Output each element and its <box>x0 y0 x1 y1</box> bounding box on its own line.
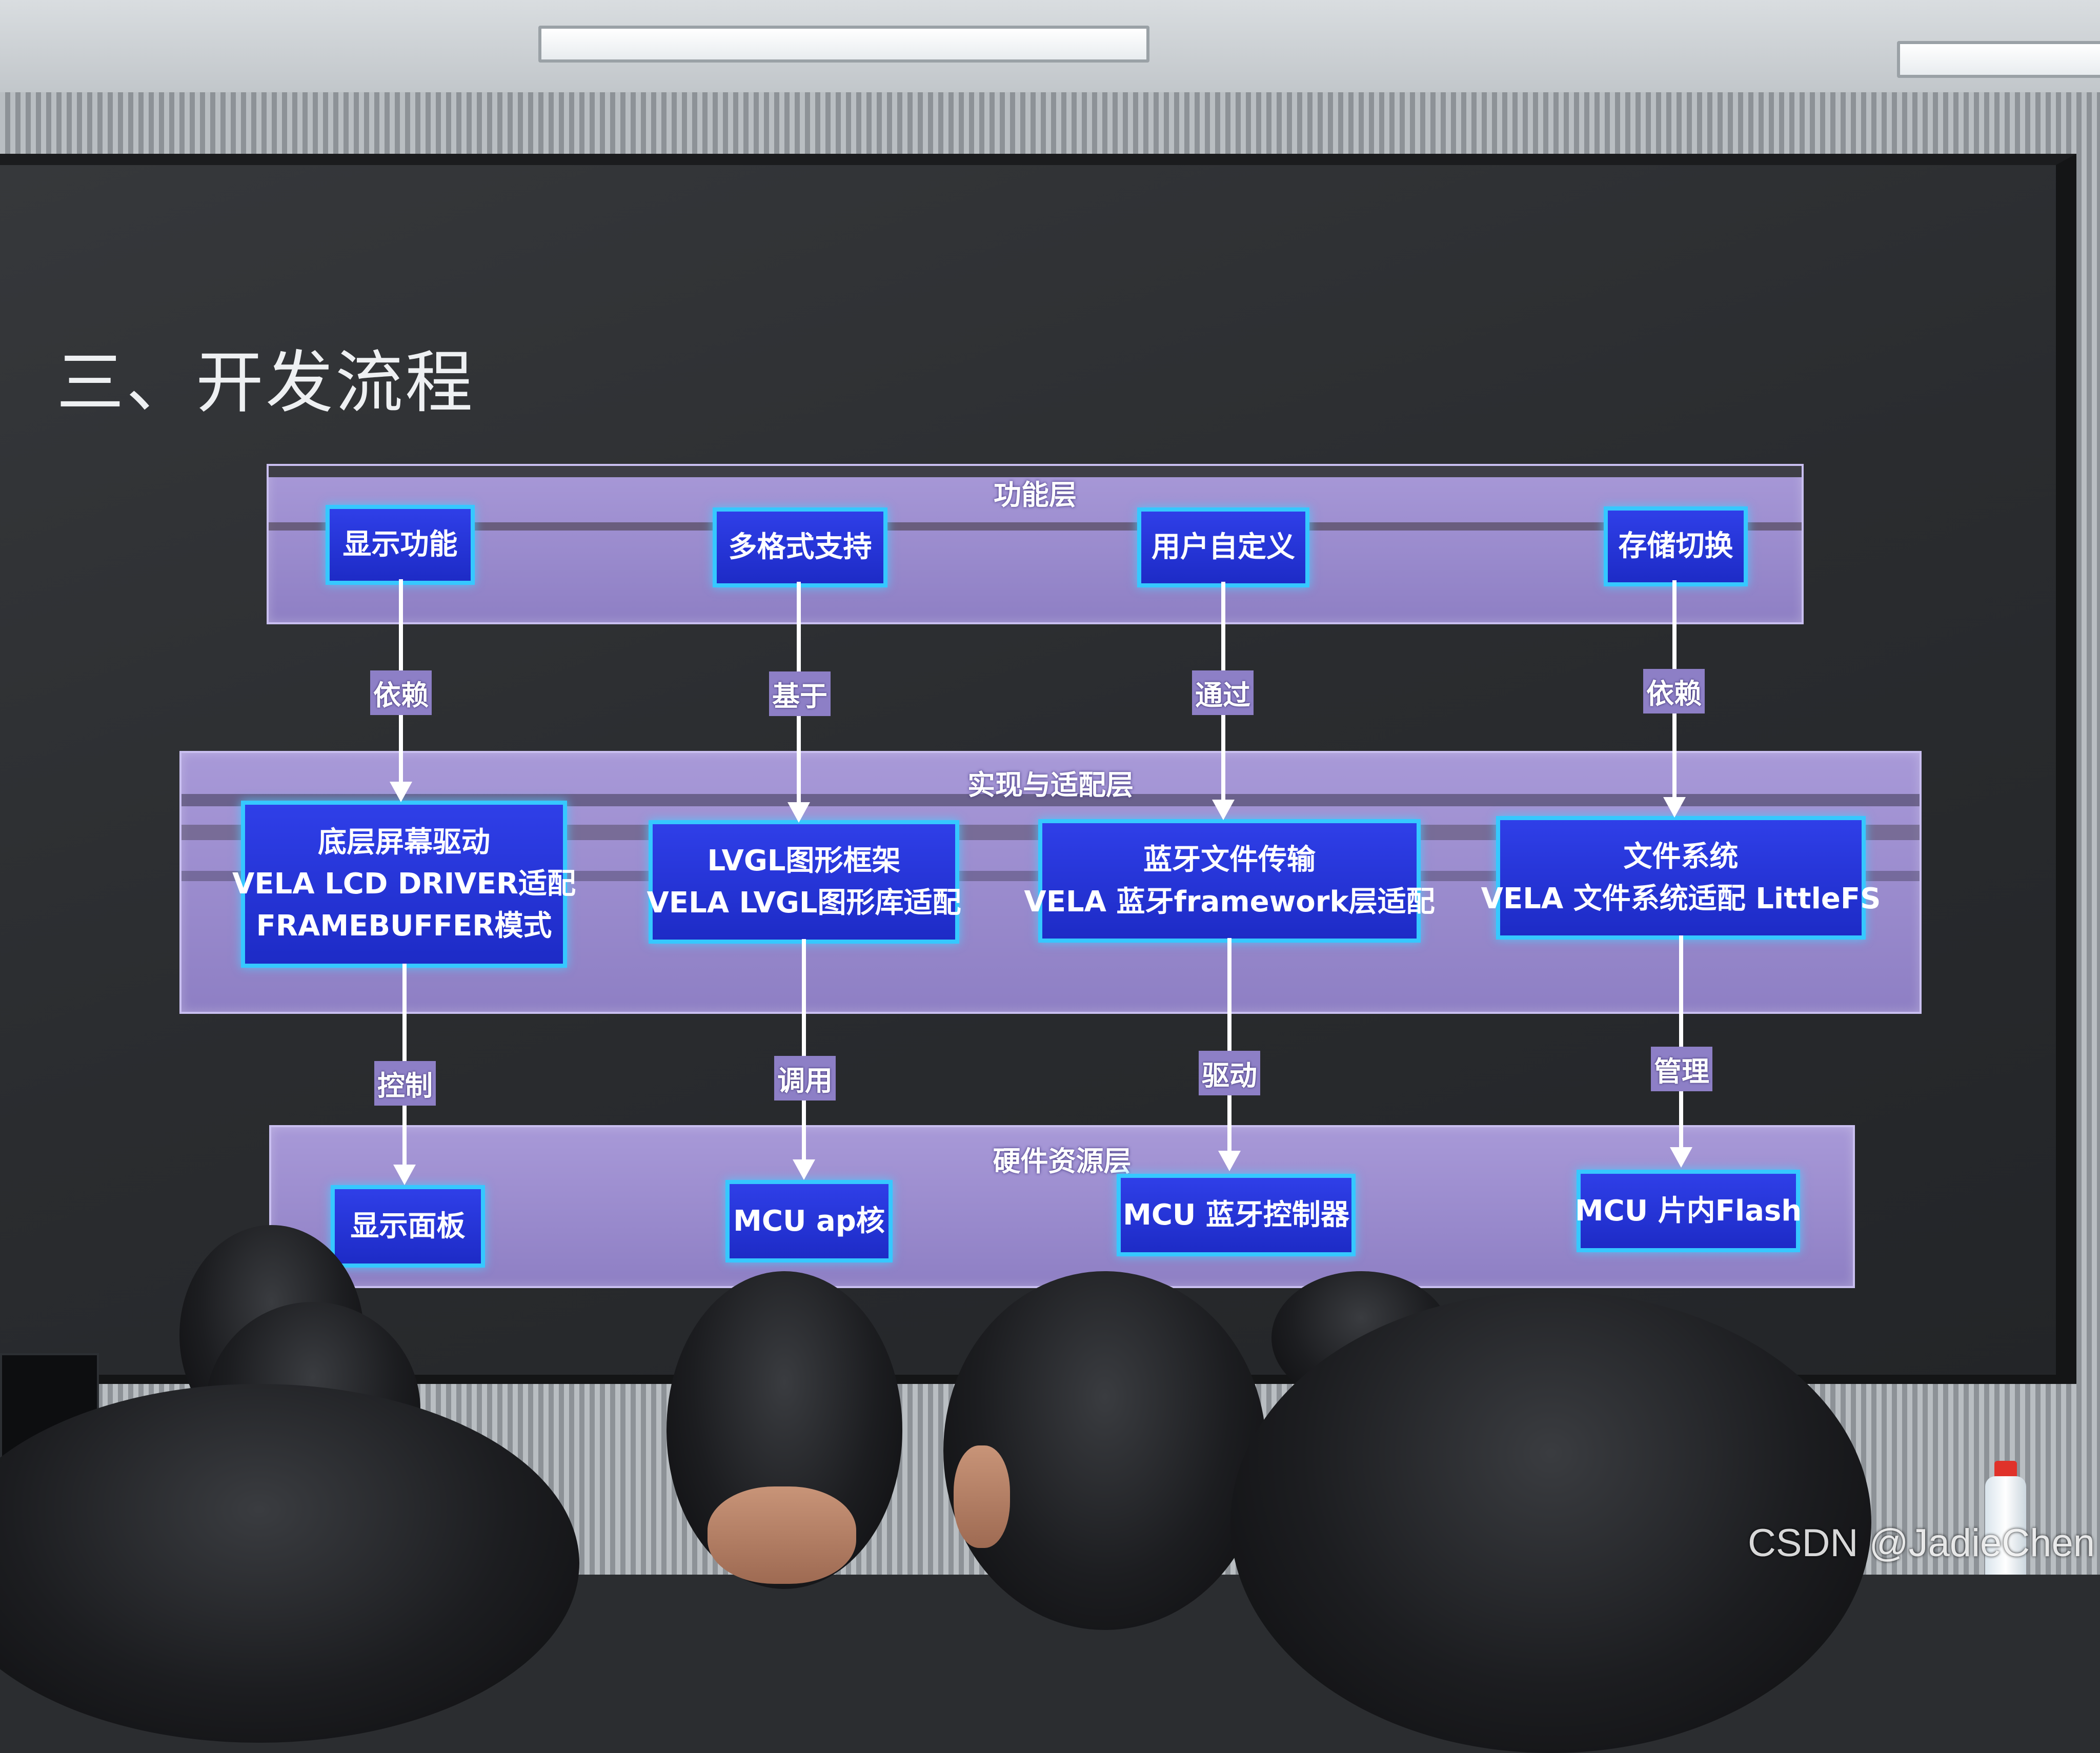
function-label: 用户自定义 <box>1152 531 1295 564</box>
ceiling-light <box>538 26 1149 63</box>
edge-label: 控制 <box>374 1061 436 1106</box>
adaptation-line: 底层屏幕驱动 <box>318 826 490 860</box>
layer-title-hardware: 硬件资源层 <box>993 1145 1132 1177</box>
arrow-head <box>788 802 810 823</box>
edge-label: 依赖 <box>370 670 432 715</box>
adaptation-line: 蓝牙文件传输 <box>1143 843 1316 877</box>
edge-label: 驱动 <box>1199 1051 1260 1095</box>
hardware-label: MCU 片内Flash <box>1574 1194 1802 1228</box>
adaptation-line: LVGL图形框架 <box>707 844 901 878</box>
arrow-line <box>1679 935 1683 1150</box>
arrow-head <box>1218 1151 1241 1171</box>
audience-head <box>943 1271 1266 1630</box>
arrow-head <box>1670 1147 1692 1168</box>
edge-label: 管理 <box>1651 1047 1712 1091</box>
edge-label: 通过 <box>1192 670 1254 715</box>
hardware-box: MCU 蓝牙控制器 <box>1117 1174 1356 1256</box>
adaptation-line: FRAMEBUFFER模式 <box>256 909 552 943</box>
watermark: CSDN @JadieChen <box>1748 1521 2095 1565</box>
adaptation-box: LVGL图形框架 VELA LVGL图形库适配 <box>647 820 961 944</box>
arrow-head <box>1212 800 1235 820</box>
layer-functional: 功能层 <box>267 464 1804 624</box>
layer-title-adaptation: 实现与适配层 <box>967 769 1134 801</box>
layer-band <box>269 466 1802 477</box>
arrow-line <box>802 939 806 1164</box>
layer-title-functional: 功能层 <box>994 479 1077 511</box>
edge-label: 调用 <box>774 1056 836 1100</box>
adaptation-line: VELA 蓝牙framework层适配 <box>1024 885 1435 919</box>
slide-title: 三、开发流程 <box>56 343 475 422</box>
arrow-head <box>393 1165 416 1185</box>
arrow-head <box>390 782 412 802</box>
adaptation-line: VELA LVGL图形库适配 <box>647 886 961 920</box>
function-box: 存储切换 <box>1604 506 1748 586</box>
adaptation-box: 文件系统 VELA 文件系统适配 LittleFS <box>1481 816 1881 940</box>
adaptation-line: 文件系统 <box>1623 840 1739 874</box>
adaptation-line: VELA LCD DRIVER适配 <box>232 867 576 901</box>
function-label: 存储切换 <box>1618 529 1733 563</box>
adaptation-box: 蓝牙文件传输 VELA 蓝牙framework层适配 <box>1024 819 1435 943</box>
ceiling-light <box>1897 41 2100 78</box>
adaptation-box: 底层屏幕驱动 VELA LCD DRIVER适配 FRAMEBUFFER模式 <box>232 801 576 968</box>
function-box: 显示功能 <box>326 505 475 585</box>
hardware-label: MCU ap核 <box>733 1204 885 1238</box>
edge-label: 基于 <box>769 671 831 716</box>
arrow-head <box>793 1159 815 1180</box>
hardware-label: MCU 蓝牙控制器 <box>1123 1198 1349 1232</box>
audience-face <box>708 1486 856 1584</box>
arrow-line <box>1227 938 1231 1152</box>
function-box: 用户自定义 <box>1137 507 1309 587</box>
hardware-label: 显示面板 <box>350 1209 466 1243</box>
function-box: 多格式支持 <box>713 507 887 587</box>
edge-label: 依赖 <box>1643 669 1705 714</box>
water-bottle <box>1985 1476 2026 1575</box>
function-label: 多格式支持 <box>728 531 872 564</box>
hardware-box: MCU ap核 <box>725 1180 893 1262</box>
hardware-box: MCU 片内Flash <box>1574 1170 1802 1252</box>
audience-face <box>954 1445 1010 1548</box>
layer-band <box>269 522 1802 531</box>
function-label: 显示功能 <box>342 528 458 562</box>
hardware-box: 显示面板 <box>331 1185 485 1268</box>
arrow-head <box>1663 797 1686 818</box>
adaptation-line: VELA 文件系统适配 LittleFS <box>1481 882 1881 915</box>
